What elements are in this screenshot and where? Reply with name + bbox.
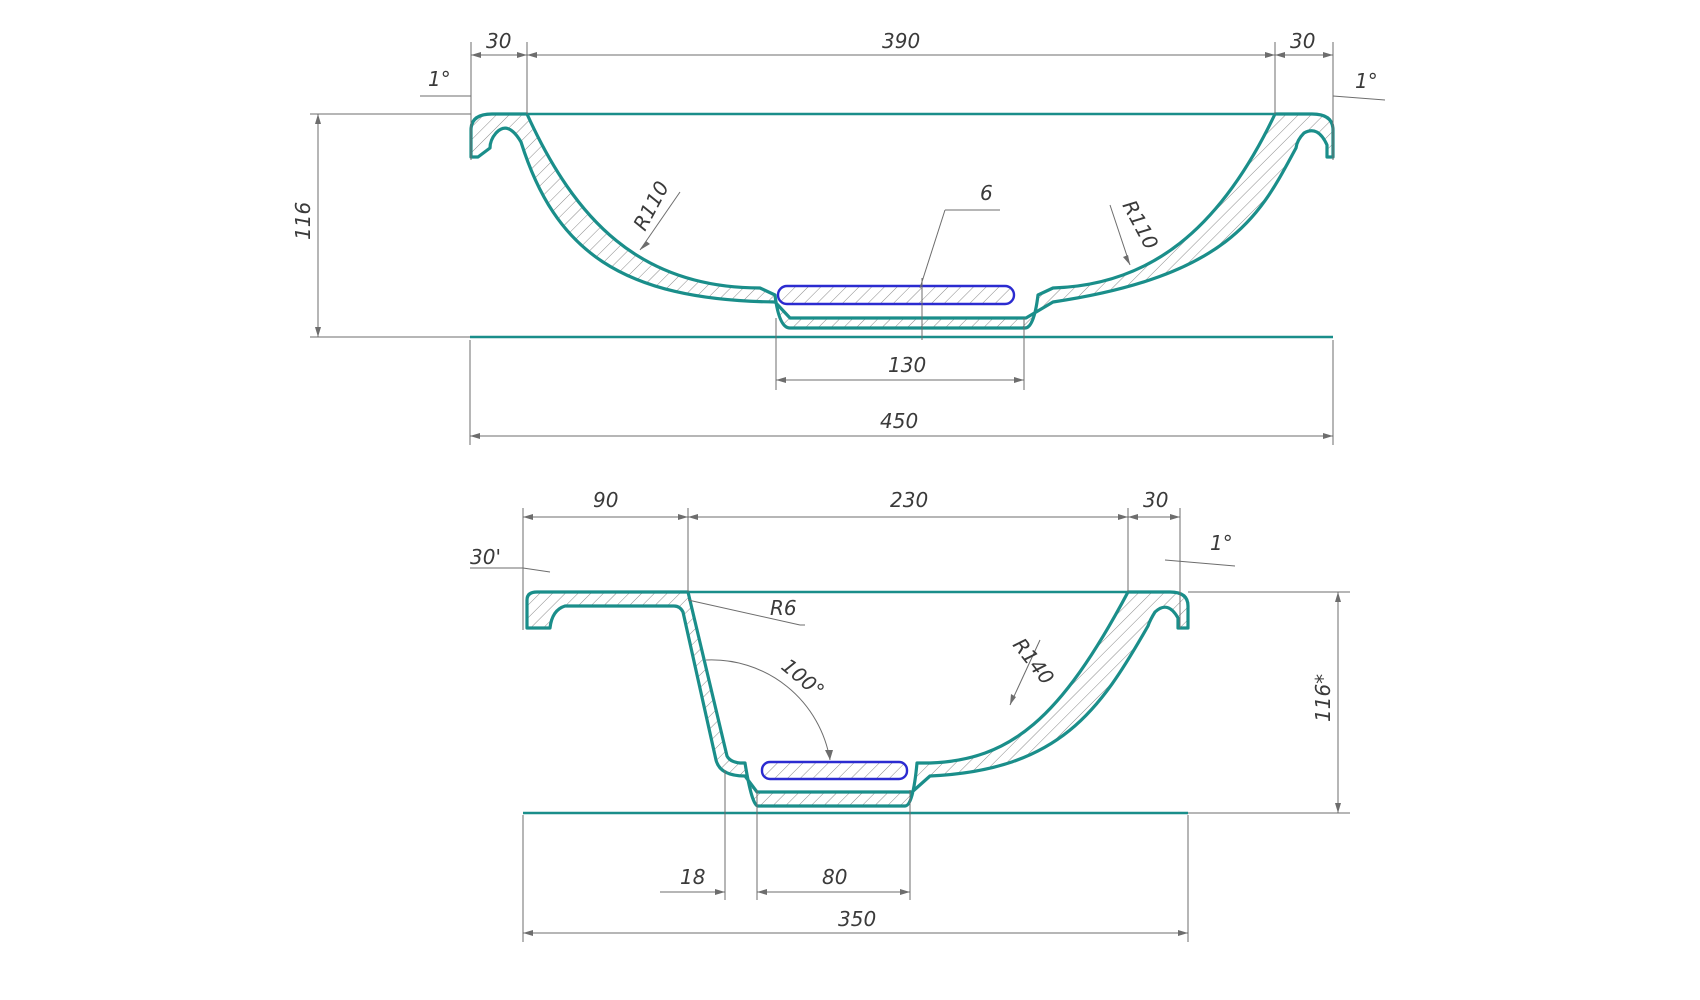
top-dim-overall-width: 450 [880, 409, 918, 433]
top-drain-insert [776, 284, 1016, 306]
top-section-view: 30 390 30 1° 1° 116 R110 R110 6 130 450 [291, 29, 1386, 445]
bottom-dimensions [470, 508, 1350, 942]
top-dim-height: 116 [291, 202, 315, 240]
top-dim-bottom: 130 [888, 353, 926, 377]
bottom-drain-insert [760, 760, 909, 781]
bottom-dim-right-rim: 30 [1143, 488, 1168, 512]
top-dim-left-rim: 30 [486, 29, 511, 53]
top-dim-right-rim: 30 [1290, 29, 1315, 53]
bottom-radius-corner: R6 [770, 596, 797, 620]
bottom-basin-section [525, 590, 1190, 808]
top-angle-left: 1° [428, 67, 451, 91]
bottom-dim-inner-width: 230 [890, 488, 928, 512]
top-radius-left: R110 [628, 177, 674, 234]
bottom-dim-overall-width: 350 [838, 907, 876, 931]
bottom-dim-bottom: 80 [822, 865, 847, 889]
top-basin-section [469, 112, 1335, 330]
bottom-radius-bowl: R140 [1008, 633, 1059, 689]
top-dim-thickness: 6 [980, 181, 993, 205]
bottom-dim-left-deck: 90 [593, 488, 618, 512]
bottom-angle-wall: 100° [777, 653, 829, 702]
top-radius-right: R110 [1118, 196, 1164, 253]
bottom-dim-height: 116* [1311, 674, 1335, 722]
bottom-angle-left: 30' [470, 545, 501, 569]
bottom-angle-right: 1° [1210, 531, 1233, 555]
top-dim-inner-width: 390 [882, 29, 920, 53]
bottom-dim-wall-offset: 18 [680, 865, 705, 889]
top-angle-right: 1° [1355, 69, 1378, 93]
top-dimensions [310, 42, 1386, 445]
bottom-section-view: 90 230 30 30' 1° R6 100° R140 116* 18 80… [470, 488, 1350, 942]
